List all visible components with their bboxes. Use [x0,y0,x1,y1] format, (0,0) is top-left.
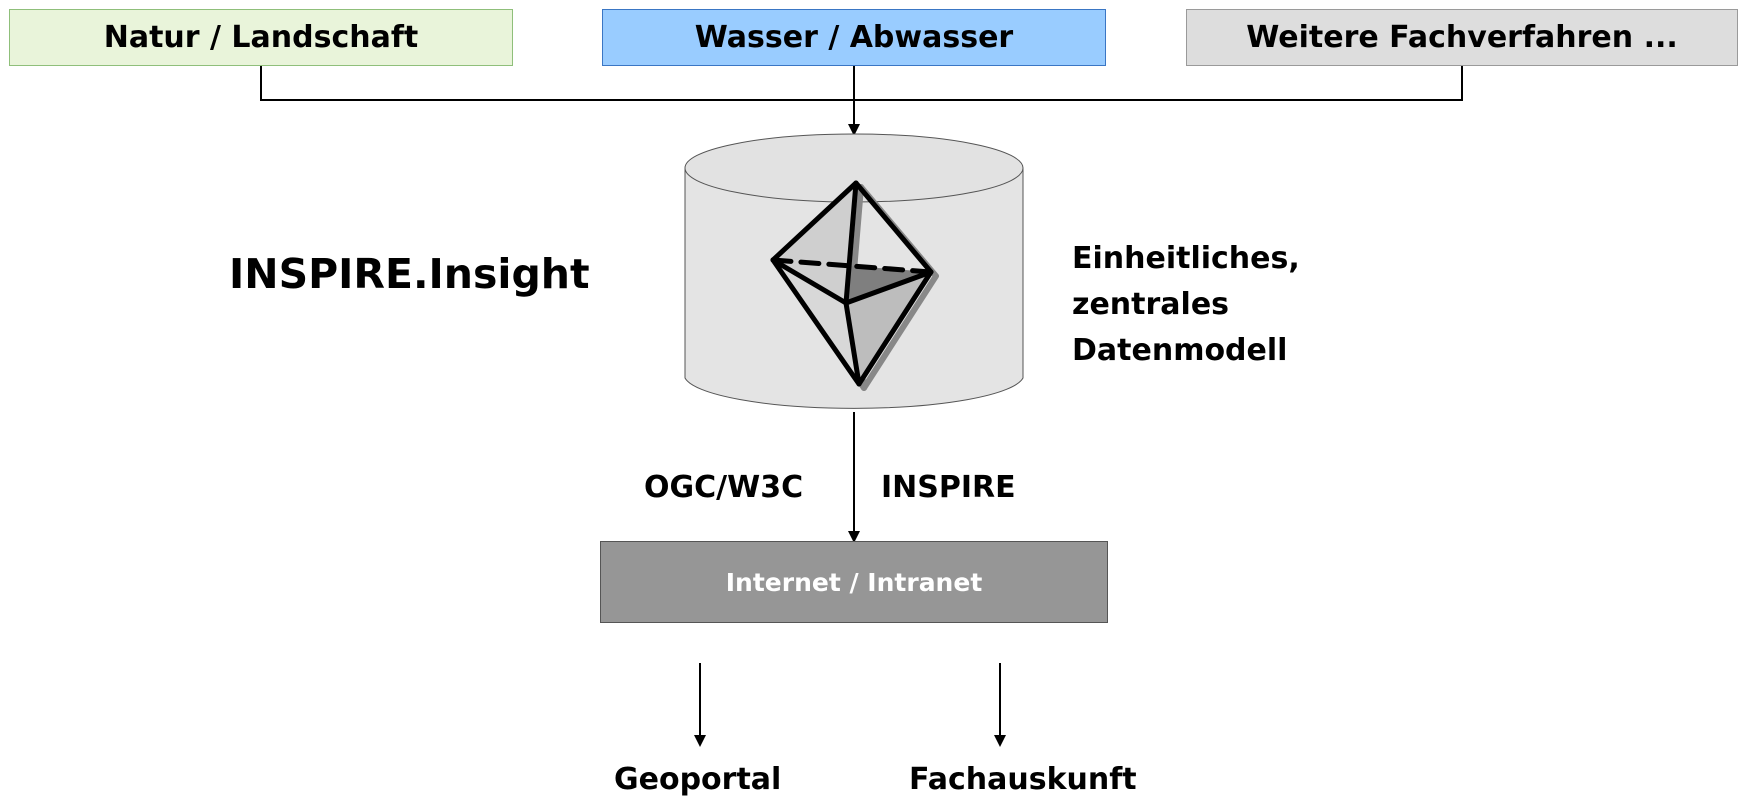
source-wasser-label: Wasser / Abwasser [694,20,1014,55]
source-natur-landschaft: Natur / Landschaft [9,9,513,66]
source-weitere-label: Weitere Fachverfahren ... [1246,20,1678,55]
octahedron-icon [770,180,939,391]
source-wasser-abwasser: Wasser / Abwasser [602,9,1106,66]
data-model-description: Einheitliches, zentrales Datenmodell [1072,236,1300,374]
source-connector-lines [260,66,1463,136]
model-desc-line-3: Datenmodell [1072,333,1288,368]
output-fachauskunft: Fachauskunft [909,762,1137,797]
protocol-label-inspire: INSPIRE [881,470,1016,505]
model-desc-line-1: Einheitliches, [1072,241,1300,276]
source-weitere-fachverfahren: Weitere Fachverfahren ... [1186,9,1738,66]
diagram-title: INSPIRE.Insight [229,250,590,298]
network-box: Internet / Intranet [600,541,1108,623]
output-geoportal: Geoportal [614,762,782,797]
network-label: Internet / Intranet [725,567,983,597]
source-natur-label: Natur / Landschaft [103,20,419,55]
model-desc-line-2: zentrales [1072,287,1230,322]
protocol-label-ogc-w3c: OGC/W3C [644,470,804,505]
